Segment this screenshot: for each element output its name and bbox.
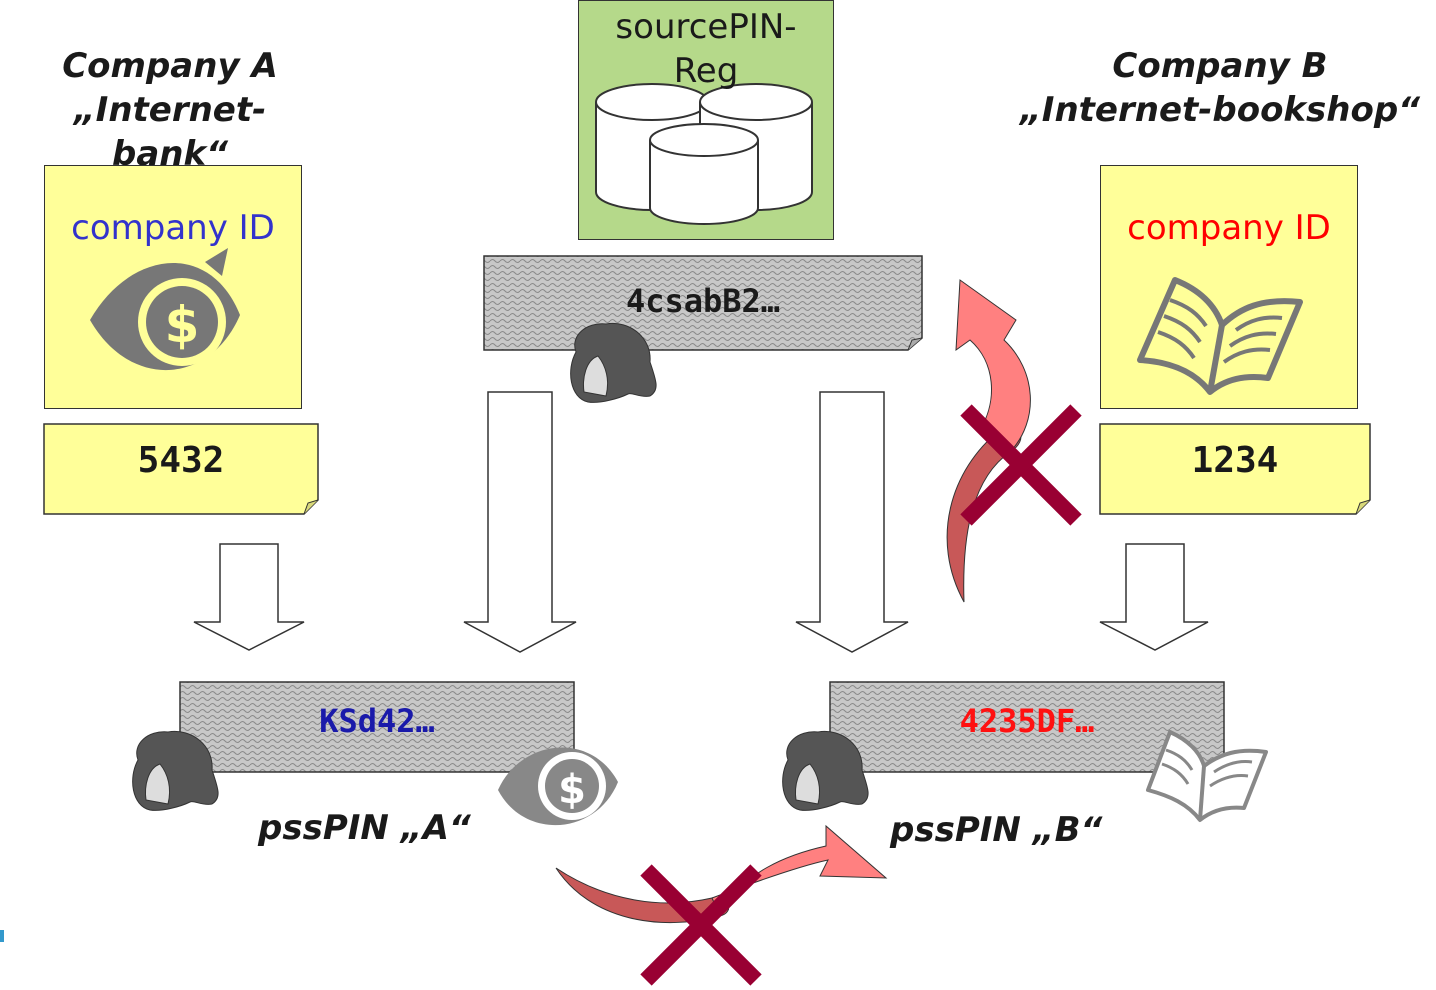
registry-label: sourcePIN-Reg — [615, 7, 797, 91]
dollar-eye-icon: $ — [90, 248, 240, 371]
open-book-icon — [1137, 277, 1303, 395]
person-icon-source — [570, 322, 657, 403]
edge-mark — [0, 930, 4, 942]
company-b-title: Company B „Internet-bookshop“ — [1010, 44, 1430, 132]
pss-a-value: KSd42… — [319, 702, 435, 740]
cross-icon-vertical — [960, 404, 1082, 526]
arrow-a-down — [193, 543, 305, 651]
source-pin-value: 4csabB2… — [625, 282, 781, 320]
cross-icon-horizontal — [640, 864, 762, 986]
arrow-b-down — [1099, 543, 1209, 651]
company-a-id-label: company ID — [71, 208, 275, 248]
small-book-icon — [1146, 730, 1268, 822]
company-a-id-note — [43, 423, 319, 515]
person-icon-a — [132, 730, 219, 811]
arrow-source-to-b — [795, 391, 909, 653]
small-dollar-icon: $ — [498, 747, 618, 826]
company-a-name: Company A — [62, 46, 278, 86]
company-b-name: Company B — [1112, 46, 1328, 86]
database-cylinders-icon — [595, 83, 813, 225]
svg-text:$: $ — [165, 296, 200, 354]
company-b-card: company ID — [1100, 165, 1358, 409]
arrow-source-to-a — [463, 391, 577, 653]
company-b-id-value: 1234 — [1191, 440, 1279, 481]
pss-b-value: 4235DF… — [959, 702, 1095, 740]
company-a-id-value: 5432 — [137, 440, 225, 481]
flow-arrows — [193, 391, 1209, 653]
company-b-description: „Internet-bookshop“ — [1019, 90, 1421, 130]
pss-b-label: pssPIN „B“ — [890, 810, 1103, 850]
svg-text:$: $ — [558, 767, 586, 813]
company-b-id-note — [1099, 423, 1371, 515]
person-icon-b — [782, 730, 869, 811]
company-a-title: Company A „Internet-bank“ — [20, 44, 320, 176]
pss-a-label: pssPIN „A“ — [258, 808, 471, 848]
company-b-id-label: company ID — [1127, 208, 1331, 248]
